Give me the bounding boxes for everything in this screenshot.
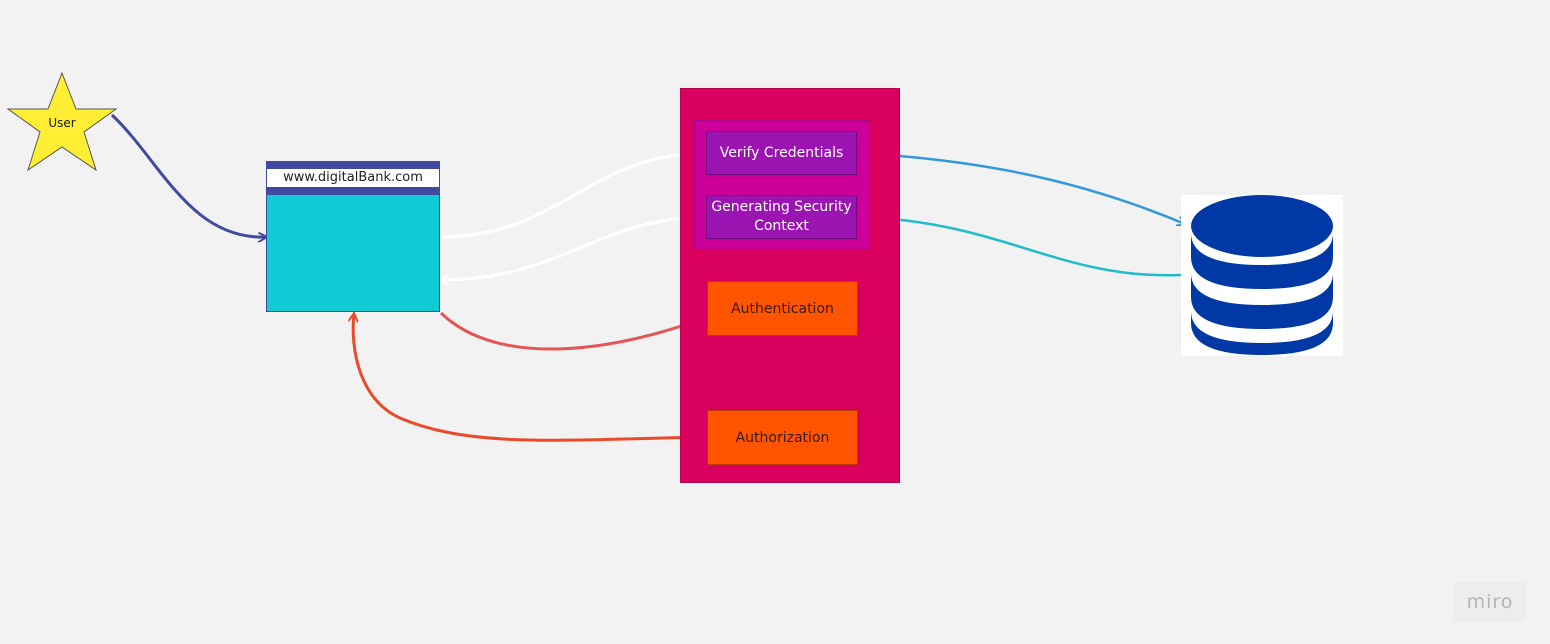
- browser-url: www.digitalBank.com: [267, 169, 439, 187]
- user-label: User: [48, 116, 76, 130]
- edge-browser-to-authentication: [439, 311, 707, 351]
- edge-browser-to-verify: [440, 153, 706, 239]
- authentication-node[interactable]: Authentication: [707, 281, 858, 336]
- authorization-label: Authorization: [735, 429, 830, 446]
- edge-generate-to-browser: [441, 215, 707, 280]
- browser-title-bar: [267, 162, 439, 169]
- generating-security-context-label: Generating Security Context: [711, 199, 852, 234]
- verify-credentials-label: Verify Credentials: [719, 144, 844, 161]
- edge-verify-to-database: [856, 151, 1185, 224]
- verify-credentials-node[interactable]: Verify Credentials: [706, 131, 857, 175]
- browser-toolbar: [267, 187, 439, 195]
- generating-security-context-node[interactable]: Generating Security Context: [706, 195, 857, 239]
- authorization-node[interactable]: Authorization: [707, 410, 858, 465]
- user-star-icon[interactable]: [6, 72, 118, 172]
- database-icon: [1191, 195, 1333, 355]
- authentication-label: Authentication: [731, 300, 834, 317]
- browser-window[interactable]: www.digitalBank.com: [266, 161, 440, 312]
- edge-user-to-browser: [110, 113, 266, 237]
- database-node[interactable]: [1181, 195, 1343, 356]
- edge-authorization-to-browser: [353, 314, 708, 442]
- miro-watermark: miro: [1454, 582, 1526, 622]
- edge-database-to-generate: [857, 217, 1182, 277]
